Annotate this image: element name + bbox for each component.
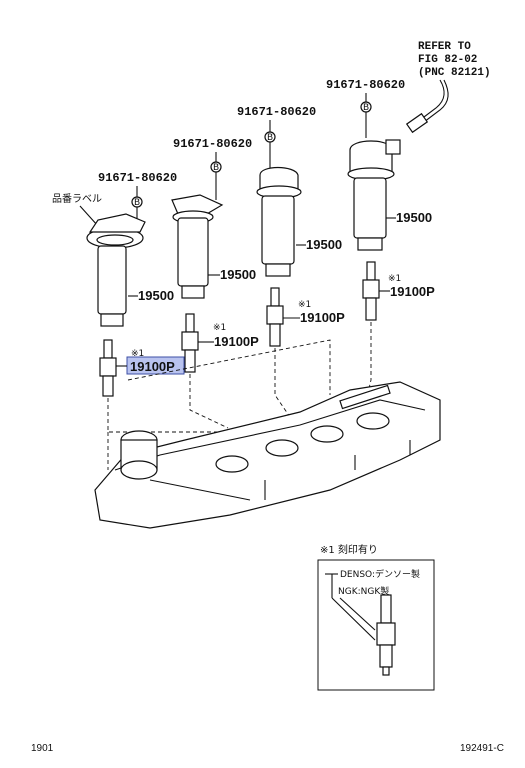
ignition-coil-2[interactable] <box>171 194 224 299</box>
bolt-part-number: 91671-80620 <box>326 78 405 92</box>
bolt-part-number: 91671-80620 <box>237 105 316 119</box>
part-label-tag: 品番ラベル <box>52 193 102 205</box>
plug-part-number: 19100P <box>130 359 175 374</box>
inset-title: ※1 刻印有り <box>320 543 378 556</box>
inset-denso-note: DENSO:デンソー製 <box>340 568 420 580</box>
coil-part-number-4[interactable]: 19500 <box>396 210 432 225</box>
plug-part-number: 19100P <box>214 334 259 349</box>
inset-spark-plug <box>376 594 396 676</box>
refer-line-3: (PNC 82121) <box>418 67 491 79</box>
connector-cable <box>405 79 449 134</box>
ignition-coil-1[interactable] <box>86 213 146 327</box>
plug-label-2[interactable]: ※1 19100P <box>198 323 259 349</box>
bolt-marker-4: B <box>360 93 372 138</box>
ignition-coil-4[interactable] <box>347 139 401 251</box>
inset-box: DENSO:デンソー製 NGK:NGK製 <box>317 559 435 691</box>
bolt-marker-letter: B <box>134 198 140 208</box>
refer-note[interactable]: REFER TO FIG 82-02 (PNC 82121) <box>418 41 491 79</box>
bolt-label-3[interactable]: 91671-80620 <box>237 105 316 119</box>
footer-figure-number: 1901 <box>31 743 54 754</box>
spark-plug-4[interactable] <box>362 261 380 321</box>
plug-note-mark: ※1 <box>213 323 226 333</box>
plug-label-4[interactable]: ※1 19100P <box>379 274 435 299</box>
spark-plug-3[interactable] <box>266 287 284 347</box>
bolt-marker-letter: B <box>213 163 219 173</box>
refer-line-2: FIG 82-02 <box>418 54 477 66</box>
plug-label-1[interactable]: ※1 19100P <box>116 349 185 375</box>
footer-illustration-id: 192491-C <box>460 743 504 754</box>
plug-part-number: 19100P <box>390 284 435 299</box>
bolt-marker-letter: B <box>363 103 369 113</box>
bolt-label-2[interactable]: 91671-80620 <box>173 137 252 151</box>
plug-note-mark: ※1 <box>131 349 144 359</box>
bolt-marker-2: B <box>210 152 222 200</box>
bolt-part-number: 91671-80620 <box>98 171 177 185</box>
bolt-part-number: 91671-80620 <box>173 137 252 151</box>
bolt-marker-3: B <box>264 120 276 170</box>
plug-note-mark: ※1 <box>388 274 401 284</box>
bolt-label-4[interactable]: 91671-80620 <box>326 78 405 92</box>
cylinder-head-cover <box>94 381 441 529</box>
coil-part-number-2[interactable]: 19500 <box>220 267 256 282</box>
refer-line-1: REFER TO <box>418 41 471 53</box>
spark-plug-2[interactable] <box>181 313 199 373</box>
coil-part-number-3[interactable]: 19500 <box>306 237 342 252</box>
inset-ngk-note: NGK:NGK製 <box>338 585 389 597</box>
ignition-coil-3[interactable] <box>256 166 302 277</box>
plug-label-3[interactable]: ※1 19100P <box>283 300 345 325</box>
plug-part-number: 19100P <box>300 310 345 325</box>
bolt-label-1[interactable]: 91671-80620 <box>98 171 177 185</box>
plug-note-mark: ※1 <box>298 300 311 310</box>
bolt-marker-letter: B <box>267 133 273 143</box>
spark-plug-1[interactable] <box>99 339 117 397</box>
coil-part-number-1[interactable]: 19500 <box>138 288 174 303</box>
